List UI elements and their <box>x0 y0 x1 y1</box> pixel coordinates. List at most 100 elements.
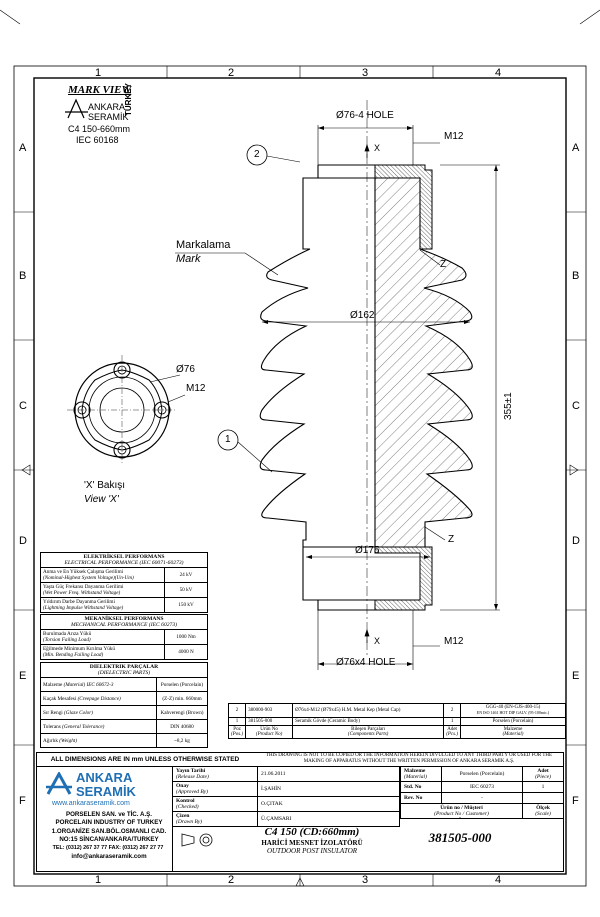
cell-value: Kahverengi (Brown) <box>156 705 208 720</box>
material-label-en: (Material) <box>404 774 427 780</box>
copy-note: THIS DRAWING IS NOT TO BE COPIED OR THE … <box>265 753 553 764</box>
row-label-e-right: E <box>572 670 580 682</box>
website-link[interactable]: www.ankaraseramik.com <box>52 800 130 807</box>
drawn-value: Ü.ÇAMSARI <box>257 811 400 827</box>
cell-value: 1000 Nm <box>164 629 208 645</box>
row-label-f-right: F <box>572 795 579 807</box>
table-row: Tolerans (General Tolerance)DIN 40680 <box>40 719 208 734</box>
table-row: 1 381505-000 Seramik Gövde (Ceramic Body… <box>227 717 566 726</box>
row-label-c-right: C <box>572 400 580 412</box>
company-line-1: PORSELEN SAN. ve TİC. A.Ş. <box>65 811 153 818</box>
row-label-b: B <box>19 270 27 282</box>
title-tr: HARİCİ MESNET İZOLATÖRÜ <box>261 839 363 847</box>
col-label-3: 3 <box>362 67 369 79</box>
material-table: Malzeme(Material)Porselen (Porcelain)Ade… <box>400 766 564 819</box>
cell-label-en: (Weight) <box>59 737 77 744</box>
col-label-1: 1 <box>95 67 102 79</box>
dim-m12-bottom: M12 <box>444 636 464 647</box>
product-label: Ürün no / Müşteri <box>440 805 483 811</box>
header-qty: Adet <box>447 727 457 732</box>
header-material: Malzeme <box>503 727 523 732</box>
cell-material: GGG-40 (EN-GJS-400-15) <box>485 705 541 710</box>
view-x-m12: M12 <box>186 383 206 394</box>
cell-label-en: (Glaze Color) <box>64 709 94 716</box>
cell-label-en: (Torsion Failing Load) <box>43 637 91 643</box>
parts-table: 2 380000-903 Ø76x4-M12 (Ø79x45) H.M. Met… <box>227 703 566 739</box>
cell-label: Anma ve En Yüksek Çalışma Gerilimi <box>43 569 124 575</box>
table-row: Kaçak Mesafesi (Creepage Distance)(Z-Z) … <box>40 691 208 706</box>
view-x-en: View 'X' <box>84 494 119 505</box>
mark-view-standard: IEC 60168 <box>76 135 119 145</box>
table-row: Sır Rengi (Glaze Color) Kahverengi (Brown… <box>40 705 208 720</box>
cell-label: Eğilmede Minimum Kırılma Yükü <box>43 646 115 652</box>
checked-value: O.ÇITAK <box>257 796 400 812</box>
cell-material-note: EN ISO 1461 HOT DIP GALV. (95-100mic.) <box>476 710 550 715</box>
arrow-heads <box>262 126 498 666</box>
view-x-tr: 'X' Bakışı <box>84 480 126 491</box>
dim-top-hole: Ø76-4 HOLE <box>336 110 394 121</box>
header-poz: Poz <box>233 727 241 732</box>
std-label: Std. No <box>404 784 422 790</box>
table-row: Anma ve En Yüksek Çalışma Gerilimi(Nomin… <box>40 567 208 583</box>
insulator-elevation <box>259 164 375 611</box>
dim-162: Ø162 <box>350 310 375 321</box>
dielectric-table: DIELEKTRIK PARÇALAR(DIELECTRIC PARTS) Ma… <box>40 662 208 748</box>
row-label-c: C <box>19 400 27 412</box>
row-label-d-right: D <box>572 535 580 547</box>
customer-value: - <box>459 815 461 821</box>
cell-label-en: (Lightning Impulse Withstand Voltage) <box>43 605 124 611</box>
table-row: Ağırlık (Weight)~8,2 kg <box>40 733 208 748</box>
header-material-en: (Material) <box>502 732 524 737</box>
cell-label-en: (Material) IEC 60672-3 <box>63 681 114 688</box>
phone-fax: TEL: (0312) 267 37 77 FAX: (0312) 267 27… <box>52 845 164 851</box>
piece-label: Adet <box>537 768 549 774</box>
cell-label: Yaşta Güç Frekansı Dayanma Gerilimi <box>43 584 124 590</box>
cell-label-en: (Nominal-Highest System Voltage)(Un-Um) <box>43 575 134 581</box>
cell-value: 150 kV <box>164 597 208 613</box>
email-link[interactable]: info@ankaraseramik.com <box>71 853 147 860</box>
balloon-1 <box>217 429 239 451</box>
cell-desc: Seramik Gövde (Ceramic Body) <box>292 717 445 726</box>
cell-product: 381505-000 <box>245 717 294 726</box>
material-value: Porselen (Porcelain) <box>441 766 523 782</box>
address-line-2: NO:15 SİNCAN/ANKARA/TURKEY <box>59 836 159 843</box>
row-label-b-right: B <box>572 270 580 282</box>
approved-label: Onay <box>176 783 189 789</box>
row-label-e: E <box>19 670 27 682</box>
cell-label: Kaçak Mesafesi <box>43 695 77 702</box>
release-label-en: (Release Date) <box>176 774 209 780</box>
header-product-en: (Product No) <box>255 732 283 737</box>
cell-qty: 2 <box>443 703 461 718</box>
cell-value: DIN 40680 <box>156 719 208 734</box>
dim-x-bottom: X <box>374 636 381 646</box>
row-label-d: D <box>19 535 27 547</box>
checked-label: Kontrol <box>176 798 195 804</box>
piece-value: 1 <box>522 781 564 793</box>
title-block <box>36 752 564 872</box>
mark-label: Mark <box>176 253 201 265</box>
col-label-4-bottom: 4 <box>495 874 502 886</box>
dim-x-top: X <box>374 143 381 153</box>
header-poz-en: (Pos.) <box>231 732 244 737</box>
logo-text-1: ANKARA <box>76 770 133 785</box>
view-x-diameter: Ø76 <box>176 364 195 375</box>
table-row: Yaşta Güç Frekansı Dayanma Gerilimi(Wet … <box>40 582 208 598</box>
header-desc-en: (Components Parts) <box>347 732 389 737</box>
company-logo-icon <box>46 772 72 795</box>
cell-qty: 1 <box>443 717 461 726</box>
header-product: Ürün No <box>260 727 278 732</box>
cell-label-en: (Creepage Distance) <box>77 695 121 702</box>
col-label-1-bottom: 1 <box>95 874 102 886</box>
drawn-label: Çizen <box>176 813 190 819</box>
header-desc: Bileşen Parçaları <box>351 727 386 732</box>
mark-view-model: C4 150-660mm <box>68 124 131 134</box>
piece-label-en: (Piece) <box>535 774 551 780</box>
cell-label: Sır Rengi <box>43 709 63 716</box>
title-main: C4 150 (CD:660mm) <box>264 826 360 838</box>
drawing-number: 381505-000 <box>428 830 492 845</box>
release-label: Yayın Tarihi <box>176 768 206 774</box>
dim-z-bottom: Z <box>448 534 455 545</box>
